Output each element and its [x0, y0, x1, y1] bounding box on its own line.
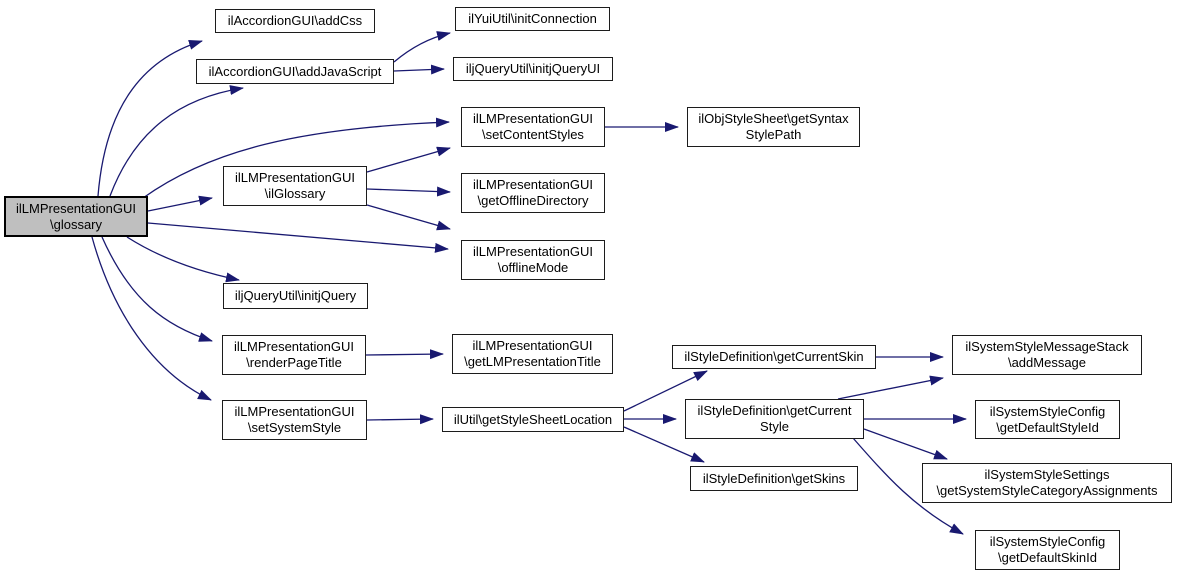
node-ilaccordiongui-addjavascript[interactable]: ilAccordionGUI\addJavaScript [196, 59, 394, 84]
node-illmpresentationgui-offlinemode[interactable]: ilLMPresentationGUI \offlineMode [461, 240, 605, 280]
node-label-line: ilLMPresentationGUI [473, 244, 593, 259]
node-label-line: ilLMPresentationGUI [472, 338, 593, 353]
node-label-line: ilStyleDefinition\getCurrent [697, 403, 852, 418]
node-label-line: ilLMPresentationGUI [16, 200, 136, 216]
node-illmpresentationgui-renderpagetitle[interactable]: ilLMPresentationGUI \renderPageTitle [222, 335, 366, 375]
node-label-line: ilSystemStyleSettings [984, 467, 1110, 482]
node-illmpresentationgui-setcontentstyles[interactable]: ilLMPresentationGUI \setContentStyles [461, 107, 605, 147]
node-label-line: iljQueryUtil\initjQuery [234, 288, 357, 303]
node-illmpresentationgui-glossary: ilLMPresentationGUI \glossary [4, 196, 148, 237]
node-label-line: \getOfflineDirectory [477, 193, 589, 208]
edge-glossary-setcontentstyles [142, 117, 450, 199]
node-label-line: ilObjStyleSheet\getSyntax [698, 111, 849, 126]
node-ilsystemstyleconfig-getdefaultskinid[interactable]: ilSystemStyleConfig \getDefaultSkinId [975, 530, 1120, 570]
node-label-line: \setSystemStyle [247, 420, 342, 435]
edge-ilglossary-setcontentstyles [366, 146, 451, 173]
node-label-line: ilLMPresentationGUI [234, 404, 355, 419]
node-label-line: \getLMPresentationTitle [464, 354, 601, 369]
edge-ilglossary-getofflinedirectory [366, 186, 451, 197]
node-label-line: ilLMPresentationGUI [235, 170, 355, 185]
edge-glossary-setsystemstyle [91, 236, 212, 401]
node-label-line: ilSystemStyleConfig [989, 403, 1106, 419]
node-label-line: \setContentStyles [482, 127, 584, 142]
node-ilobjstylesheet-getsyntaxstylepath[interactable]: ilObjStyleSheet\getSyntax StylePath [687, 107, 860, 147]
edge-glossary-initjquery [126, 236, 240, 283]
node-label-line: ilStyleDefinition\getSkins [702, 470, 846, 486]
node-label-line: \ilGlossary [264, 186, 326, 201]
node-ilsystemstylesettings-getsystemstylecategoryassignments[interactable]: ilSystemStyleSettings \getSystemStyleCat… [922, 463, 1172, 503]
node-label-line: ilAccordionGUI\addCss [227, 13, 363, 28]
node-iljqueryutil-initjquery[interactable]: iljQueryUtil\initjQuery [223, 283, 368, 309]
node-illmpresentationgui-ilglossary[interactable]: ilLMPresentationGUI \ilGlossary [223, 166, 367, 206]
node-label-line: ilSystemStyleConfig [989, 534, 1106, 549]
edge-glossary-ilglossary [147, 195, 213, 212]
node-illmpresentationgui-getofflinedirectory[interactable]: ilLMPresentationGUI \getOfflineDirectory [461, 173, 605, 213]
node-label-line: ilStyleDefinition\getCurrentSkin [684, 349, 864, 364]
edge-renderpagetitle-getlmpresentationtitle [365, 349, 444, 360]
node-label-line: \offlineMode [497, 260, 569, 275]
edge-getcurrentstyle-getsystemstylecategoryassignments [863, 428, 948, 460]
node-label-line: \getDefaultSkinId [997, 550, 1097, 565]
node-ilsystemstyleconfig-getdefaultstyleid[interactable]: ilSystemStyleConfig \getDefaultStyleId [975, 400, 1120, 439]
node-ilsystemstylemessagestack-addmessage[interactable]: ilSystemStyleMessageStack \addMessage [952, 335, 1142, 375]
node-label-line: ilLMPresentationGUI [473, 177, 593, 192]
edge-getstylesheetlocation-getskins [623, 426, 705, 463]
node-label-line: ilLMPresentationGUI [234, 339, 354, 354]
node-label-line: ilLMPresentationGUI [473, 111, 593, 126]
node-label-line: ilSystemStyleMessageStack [965, 339, 1129, 354]
edge-setsystemstyle-getstylesheetlocation [366, 414, 434, 425]
node-ilyuiutil-initconnection[interactable]: ilYuiUtil\initConnection [455, 7, 610, 31]
edge-glossary-renderpagetitle [101, 236, 213, 342]
edge-glossary-addcss [97, 40, 203, 197]
node-label-line: \renderPageTitle [246, 355, 342, 370]
node-ilaccordiongui-addcss[interactable]: ilAccordionGUI\addCss [215, 9, 375, 33]
edge-getstylesheetlocation-getcurrentskin [623, 370, 708, 412]
node-label-line: \getDefaultStyleId [996, 419, 1099, 435]
node-ilutil-getstylesheetlocation[interactable]: ilUtil\getStyleSheetLocation [442, 407, 624, 432]
edge-addjavascript-initconnection [393, 31, 451, 63]
node-illmpresentationgui-setsystemstyle[interactable]: ilLMPresentationGUI \setSystemStyle [222, 400, 367, 440]
node-ilstyledefinition-getcurrentstyle[interactable]: ilStyleDefinition\getCurrent Style [685, 399, 864, 439]
node-label-line: ilYuiUtil\initConnection [468, 11, 597, 26]
node-label-line: StylePath [745, 127, 802, 142]
edge-getcurrentstyle-addmessage [837, 375, 944, 400]
node-label-line: \addMessage [1007, 355, 1087, 370]
node-label-line: \getSystemStyleCategoryAssignments [936, 483, 1158, 498]
edge-glossary-offlinemode [147, 222, 449, 253]
node-label-line: ilUtil\getStyleSheetLocation [453, 411, 613, 427]
edge-glossary-addjavascript [109, 85, 244, 197]
edge-getcurrentstyle-getdefaultskinid [852, 437, 964, 535]
edge-ilglossary-offlinemode [366, 204, 451, 231]
node-label-line: ilAccordionGUI\addJavaScript [208, 63, 382, 79]
node-iljqueryutil-initjqueryui[interactable]: iljQueryUtil\initjQueryUI [453, 57, 613, 81]
edge-addjavascript-initjqueryui [393, 64, 445, 75]
node-label-line: Style [760, 419, 789, 434]
node-ilstyledefinition-getskins[interactable]: ilStyleDefinition\getSkins [690, 466, 858, 491]
node-illmpresentationgui-getlmpresentationtitle[interactable]: ilLMPresentationGUI \getLMPresentationTi… [452, 334, 613, 374]
node-label-line: \glossary [49, 216, 103, 232]
node-label-line: iljQueryUtil\initjQueryUI [465, 61, 601, 76]
node-ilstyledefinition-getcurrentskin[interactable]: ilStyleDefinition\getCurrentSkin [672, 345, 876, 369]
